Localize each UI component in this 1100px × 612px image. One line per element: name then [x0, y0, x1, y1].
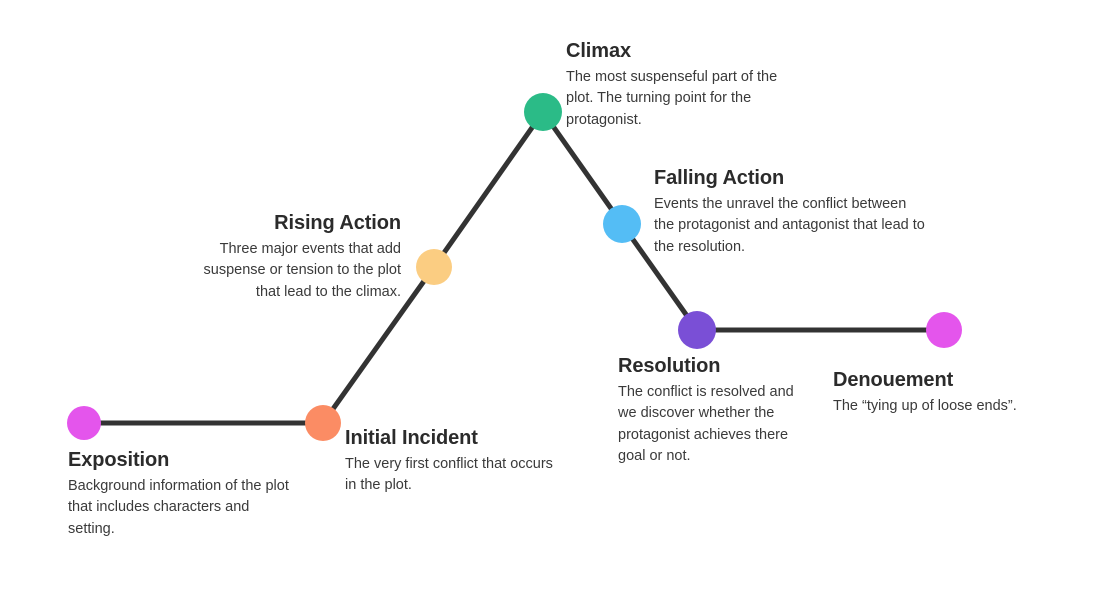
node-label-exposition: Exposition: [68, 449, 170, 471]
annotation-denouement: Denouement The “tying up of loose ends”.: [833, 368, 1073, 417]
node-description-climax: The most suspenseful part of the plot. T…: [566, 69, 778, 128]
node-label-falling-action: Falling Action: [654, 167, 785, 189]
plot-node-falling-action[interactable]: [603, 205, 641, 243]
plot-node-group: [67, 93, 962, 441]
plot-node-initial-incident[interactable]: [305, 405, 341, 441]
node-description-denouement: The “tying up of loose ends”.: [833, 398, 1017, 414]
node-label-rising-action: Rising Action: [274, 212, 401, 234]
node-description-exposition: Background information of the plot that …: [68, 478, 289, 537]
node-label-resolution: Resolution: [618, 355, 721, 377]
node-description-resolution: The conflict is resolved and we discover…: [618, 384, 794, 464]
annotation-climax: Climax The most suspenseful part of the …: [566, 39, 780, 131]
annotation-rising-action: Rising Action Three major events that ad…: [188, 211, 402, 303]
annotation-resolution: Resolution The conflict is resolved and …: [618, 354, 803, 467]
node-description-initial-incident: The very first conflict that occurs in t…: [345, 456, 553, 494]
plot-node-climax[interactable]: [524, 93, 562, 131]
plot-node-resolution[interactable]: [678, 311, 716, 349]
node-label-climax: Climax: [566, 40, 631, 62]
node-label-denouement: Denouement: [833, 369, 954, 391]
annotation-initial-incident: Initial Incident The very first conflict…: [345, 426, 560, 497]
annotation-falling-action: Falling Action Events the unravel the co…: [654, 166, 929, 258]
node-description-rising-action: Three major events that add suspense or …: [203, 241, 402, 300]
plot-node-exposition[interactable]: [67, 406, 101, 440]
annotation-exposition: Exposition Background information of the…: [68, 448, 298, 540]
plot-node-rising-action[interactable]: [416, 249, 452, 285]
node-label-initial-incident: Initial Incident: [345, 427, 478, 449]
node-description-falling-action: Events the unravel the conflict between …: [654, 196, 925, 255]
plot-node-denouement[interactable]: [926, 312, 962, 348]
